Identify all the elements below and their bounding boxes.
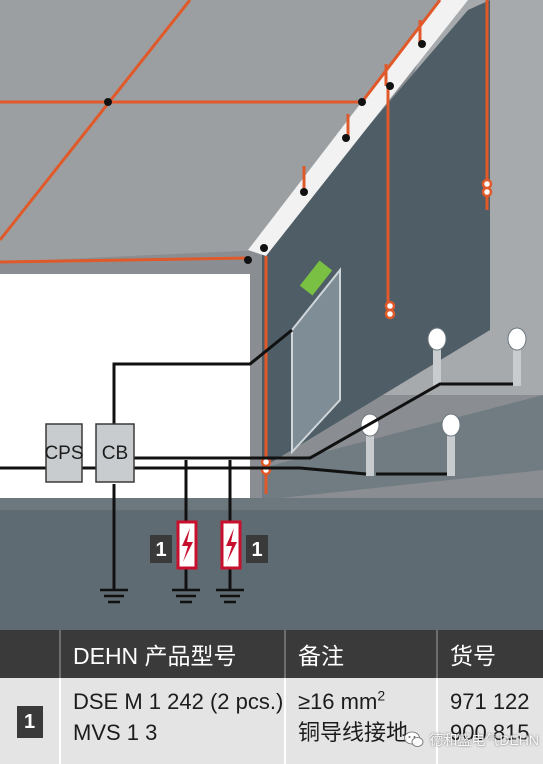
table-row: 1 DSE M 1 242 (2 pcs.) MVS 1 3 ≥16 mm2 铜… xyxy=(0,678,543,764)
model-line: MVS 1 3 xyxy=(73,720,158,745)
watermark-text: 德和盛电气DEHN xyxy=(429,732,539,748)
lamp-icon xyxy=(507,327,527,386)
floor xyxy=(0,498,543,630)
test-joints xyxy=(260,178,493,476)
ceiling xyxy=(0,0,440,262)
watermark: 德和盛电气DEHN xyxy=(404,726,539,754)
part-number-cell: 971 122 900 815 xyxy=(437,678,543,764)
wall-window xyxy=(291,267,341,455)
ground-symbol-icon xyxy=(100,588,128,604)
ground-symbol-icon xyxy=(172,588,200,604)
note-cell: ≥16 mm2 铜导线接地 xyxy=(285,678,438,764)
header-note: 备注 xyxy=(285,630,438,678)
cb-label: CB xyxy=(102,443,128,464)
header-part-number: 货号 xyxy=(437,630,543,678)
lightning-protection-diagram: CPS CB 1 1 xyxy=(0,0,543,630)
terrace xyxy=(262,395,543,500)
product-table: DEHN 产品型号 备注 货号 1 DSE M 1 242 (2 pcs.) M… xyxy=(0,630,543,764)
header-number xyxy=(0,630,61,678)
model-line: DSE M 1 242 (2 pcs.) xyxy=(73,689,284,714)
header-model: DEHN 产品型号 xyxy=(60,630,286,678)
note-line: ≥16 mm2 xyxy=(298,687,386,714)
part-number-line: 900 815 xyxy=(450,720,530,745)
arrester-badge-left: 1 xyxy=(150,535,172,563)
part-number-line: 971 122 xyxy=(450,689,530,714)
model-cell: DSE M 1 242 (2 pcs.) MVS 1 3 xyxy=(60,678,286,764)
row-number-cell: 1 xyxy=(0,678,61,764)
status-indicator-icon xyxy=(299,260,333,296)
surge-arrester-icon xyxy=(220,520,242,570)
lamp-icon xyxy=(427,327,447,386)
cps-label: CPS xyxy=(44,443,83,464)
surge-arrester-icon xyxy=(176,520,198,570)
svg-text:1: 1 xyxy=(251,539,262,561)
ground-symbol-icon-group xyxy=(100,588,244,604)
wechat-icon xyxy=(404,731,424,747)
junction-points xyxy=(104,40,426,264)
cb-box: CB xyxy=(95,423,135,483)
svg-text:1: 1 xyxy=(155,539,166,561)
arrester-badge-right: 1 xyxy=(246,535,268,563)
cps-box: CPS xyxy=(44,423,84,483)
row-number-badge: 1 xyxy=(16,705,43,738)
lamp-icon xyxy=(441,413,461,476)
table-header-row: DEHN 产品型号 备注 货号 xyxy=(0,630,543,678)
ground-symbol-icon xyxy=(216,588,244,604)
floor-edge xyxy=(0,498,543,510)
note-line: 铜导线接地 xyxy=(298,720,409,745)
